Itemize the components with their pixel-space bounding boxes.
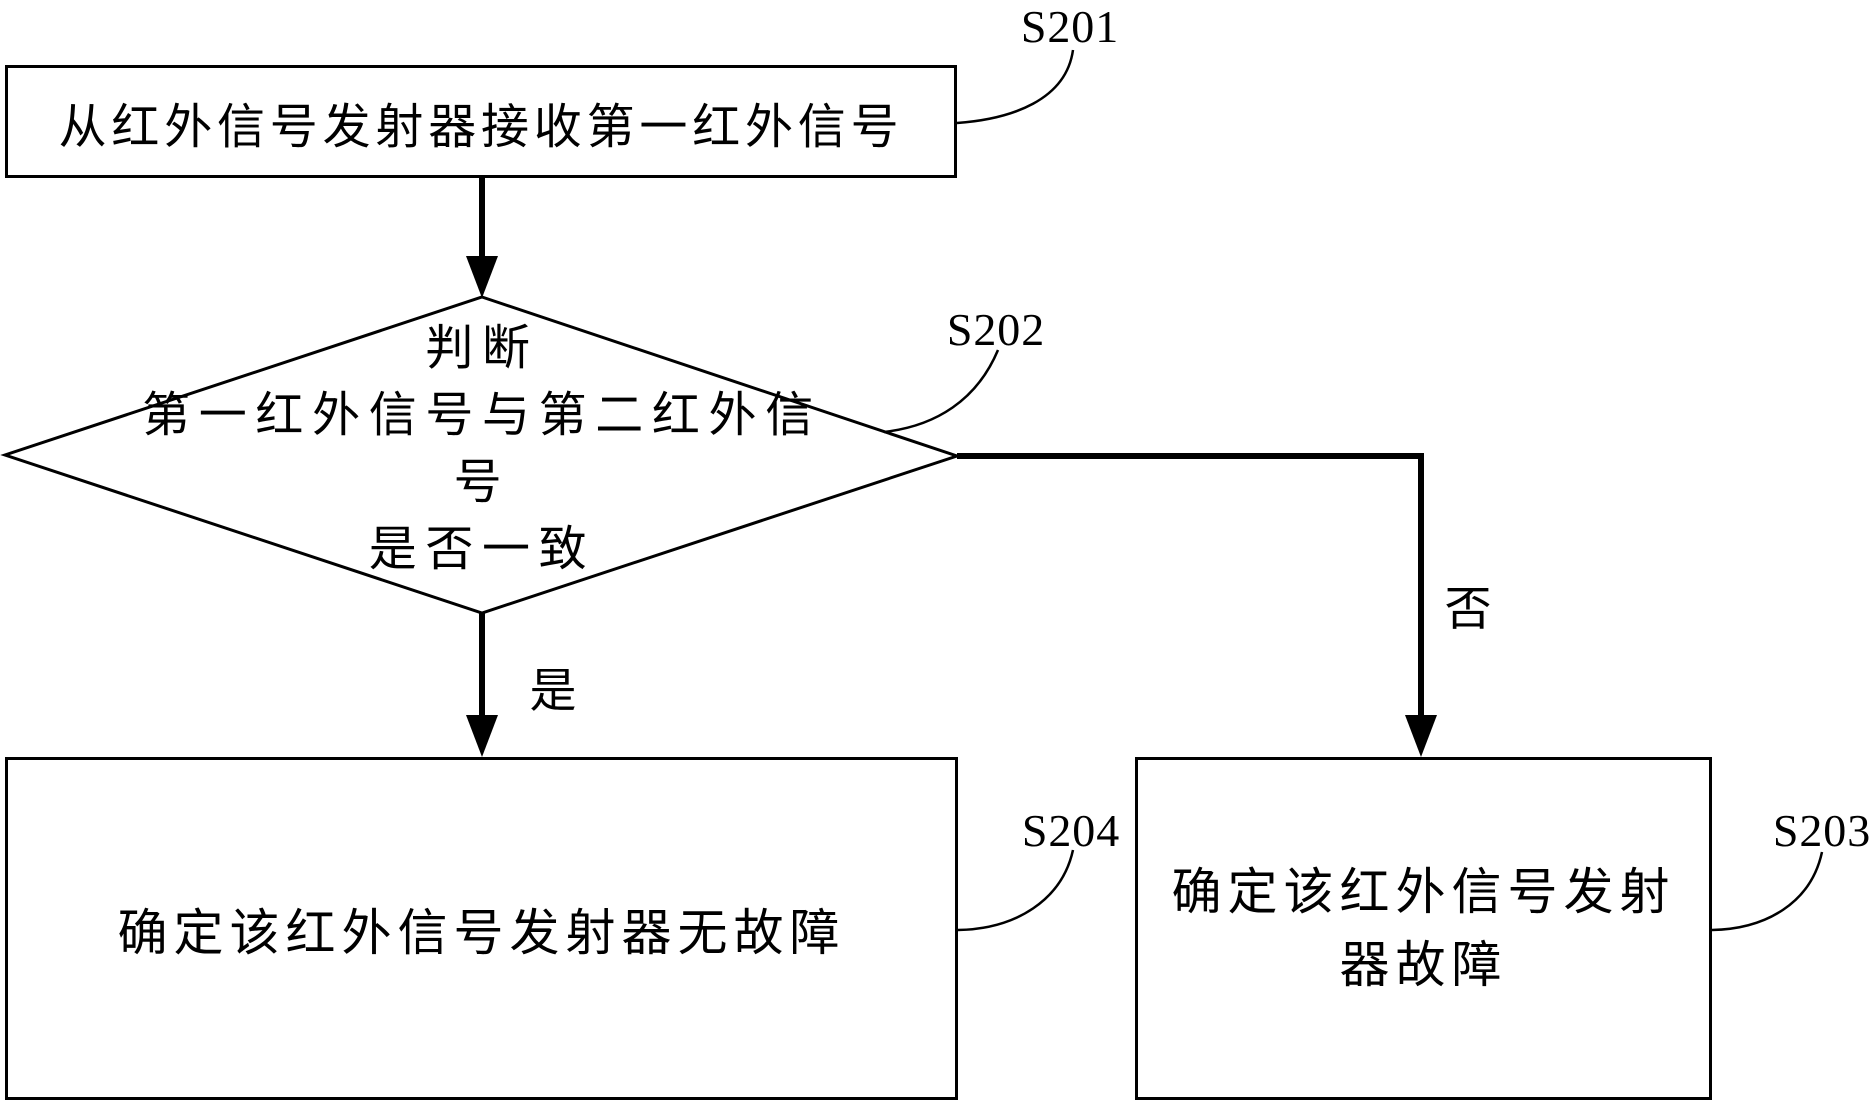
arrow-yes-branch <box>466 613 498 757</box>
step-label-s201: S201 <box>1020 1 1120 52</box>
branch-label-no: 否 <box>1444 584 1492 636</box>
step-label-s202: S202 <box>946 304 1046 355</box>
branch-label-yes: 是 <box>529 666 577 718</box>
arrow-start-to-decision <box>466 178 498 298</box>
node-fault-label: 确定该红外信号发射 器故障 <box>1171 864 1676 993</box>
node-receive-signal: 从红外信号发射器接收第一红外信号 <box>5 65 957 178</box>
step-label-s203: S203 <box>1772 805 1871 856</box>
arrow-no-branch <box>957 453 1437 757</box>
node-decision-label: 判断 第一红外信号与第二红外信号 是否一致 <box>142 322 822 576</box>
step-label-s204: S204 <box>1021 805 1121 856</box>
node-fault: 确定该红外信号发射 器故障 <box>1135 757 1712 1100</box>
node-receive-signal-label: 从红外信号发射器接收第一红外信号 <box>58 100 904 154</box>
s201-leader-curve <box>956 49 1075 125</box>
s203-leader-curve <box>1711 851 1824 932</box>
node-no-fault: 确定该红外信号发射器无故障 <box>5 757 958 1100</box>
node-no-fault-label: 确定该红外信号发射器无故障 <box>117 904 846 961</box>
s202-leader-curve <box>883 349 1000 434</box>
s204-leader-curve <box>957 849 1075 932</box>
